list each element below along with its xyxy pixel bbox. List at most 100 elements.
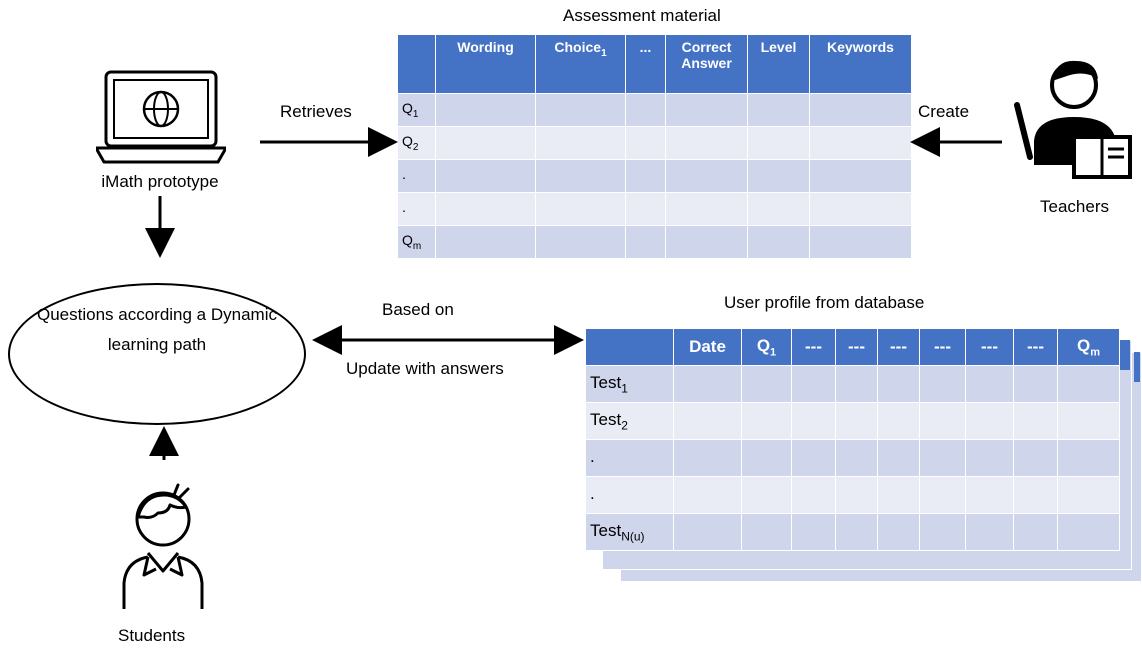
q1-text: Q	[756, 335, 771, 355]
profile-cell	[1013, 513, 1058, 551]
create-label: Create	[918, 102, 970, 121]
profile-cell	[965, 513, 1014, 551]
profile-cell	[673, 513, 742, 551]
assessment-row-label: .	[397, 159, 436, 193]
row-label-text: Test	[590, 409, 622, 429]
profile-cell	[673, 439, 742, 477]
assessment-cell	[535, 93, 626, 127]
profile-col-dash-3: ---	[877, 328, 920, 366]
profile-row-label: .	[585, 439, 674, 477]
profile-cell	[791, 365, 836, 403]
assessment-col-ellipsis: ...	[625, 34, 666, 94]
q1-sub: 1	[770, 346, 777, 359]
profile-cell	[1013, 439, 1058, 477]
assessment-cell	[535, 126, 626, 160]
assessment-row: .	[397, 159, 912, 193]
retrieves-label: Retrieves	[280, 102, 352, 121]
assessment-table: Wording Choice1 ... Correct Answer Level…	[397, 34, 912, 259]
laptop-globe-icon	[96, 70, 226, 164]
profile-cell	[741, 513, 792, 551]
teacher-icon	[1014, 60, 1132, 179]
profile-col-dash-1: ---	[791, 328, 836, 366]
profile-row: Test2	[585, 402, 1120, 440]
assessment-cell	[435, 93, 536, 127]
profile-cell	[1013, 476, 1058, 514]
row-label-sub: 2	[412, 141, 419, 153]
profile-cell	[877, 476, 920, 514]
profile-cell	[835, 513, 878, 551]
row-label-text: Test	[590, 372, 622, 392]
profile-cell	[741, 476, 792, 514]
assessment-col-keywords: Keywords	[809, 34, 912, 94]
profile-col-q1: Q1	[741, 328, 792, 366]
row-label-sub: 1	[621, 381, 628, 396]
profile-cell	[919, 513, 966, 551]
student-icon	[122, 483, 204, 609]
assessment-row-label: Q1	[397, 93, 436, 127]
profile-cell	[919, 402, 966, 440]
profile-row: .	[585, 476, 1120, 514]
profile-cell	[673, 402, 742, 440]
profile-cell	[791, 476, 836, 514]
row-label-text: Q	[402, 100, 413, 117]
assessment-cell	[747, 93, 810, 127]
profile-cell	[791, 513, 836, 551]
row-label-sub: m	[412, 240, 422, 252]
assessment-cell	[809, 126, 912, 160]
profile-row: .	[585, 439, 1120, 477]
assessment-cell	[809, 159, 912, 193]
assessment-row: .	[397, 192, 912, 226]
profile-cell	[741, 365, 792, 403]
row-label-sub: 1	[412, 108, 419, 120]
profile-row-label: .	[585, 476, 674, 514]
assessment-row: Q2	[397, 126, 912, 160]
profile-cell	[965, 476, 1014, 514]
assessment-cell	[535, 192, 626, 226]
profile-cell	[1057, 476, 1120, 514]
choice-text: Choice	[554, 39, 602, 55]
profile-row: TestN(u)	[585, 513, 1120, 551]
row-label-text: Test	[590, 520, 622, 540]
profile-cell	[965, 402, 1014, 440]
assessment-cell	[435, 159, 536, 193]
profile-cell	[965, 439, 1014, 477]
profile-cell	[877, 365, 920, 403]
qm-text: Q	[1076, 335, 1091, 355]
profile-cell	[965, 365, 1014, 403]
profile-row: Test1	[585, 365, 1120, 403]
assessment-row: Q1	[397, 93, 912, 127]
assessment-cell	[435, 192, 536, 226]
row-label-sub: N(u)	[621, 529, 645, 544]
profile-header-row: Date Q1 --- --- --- --- --- --- Qm	[585, 328, 1120, 366]
assessment-cell	[665, 192, 748, 226]
assessment-cell	[809, 93, 912, 127]
assessment-cell	[625, 192, 666, 226]
row-label-text: Q	[402, 232, 413, 249]
assessment-title: Assessment material	[563, 6, 721, 25]
row-label-sub: 2	[621, 418, 628, 433]
teachers-label: Teachers	[1040, 197, 1109, 216]
update-label: Update with answers	[346, 359, 504, 378]
profile-cell	[919, 476, 966, 514]
assessment-cell	[625, 93, 666, 127]
profile-cell	[919, 439, 966, 477]
assessment-cell	[625, 225, 666, 259]
profile-cell	[835, 476, 878, 514]
assessment-cell	[665, 159, 748, 193]
profile-table: Date Q1 --- --- --- --- --- --- Qm Test1…	[585, 328, 1120, 551]
profile-cell	[741, 402, 792, 440]
profile-cell	[1057, 402, 1120, 440]
profile-cell	[835, 365, 878, 403]
profile-cell	[835, 402, 878, 440]
assessment-cell	[747, 126, 810, 160]
profile-cell	[673, 365, 742, 403]
profile-col-dash-2: ---	[835, 328, 878, 366]
profile-cell	[1013, 402, 1058, 440]
prototype-label: iMath prototype	[101, 172, 219, 191]
row-label-text: .	[402, 166, 406, 183]
qm-sub: m	[1090, 346, 1100, 359]
profile-col-dash-4: ---	[919, 328, 966, 366]
profile-col-qm: Qm	[1057, 328, 1120, 366]
assessment-cell	[435, 225, 536, 259]
